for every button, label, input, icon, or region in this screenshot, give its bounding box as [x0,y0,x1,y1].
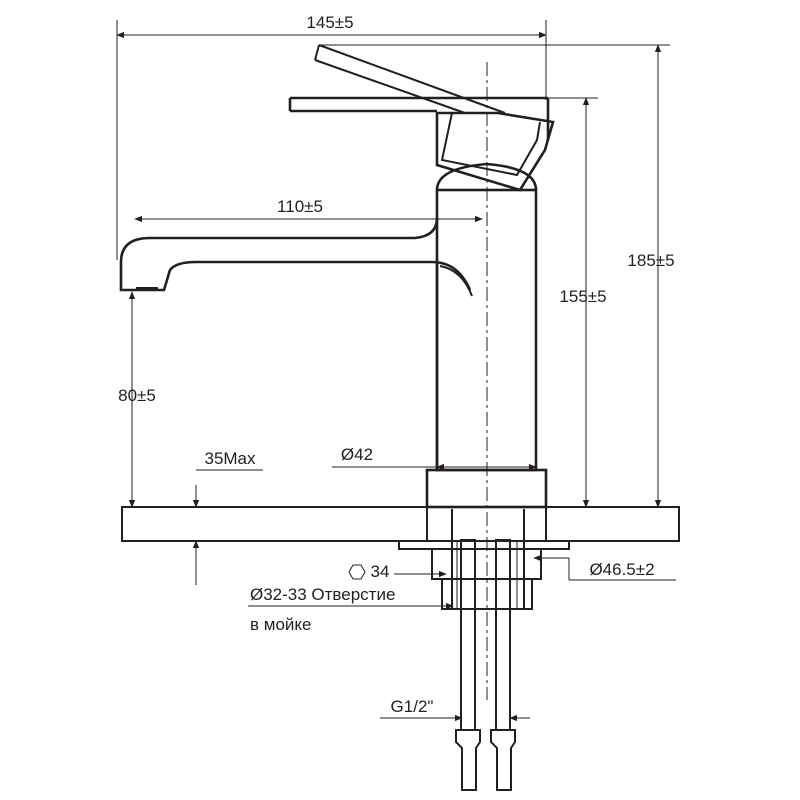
label-spout-height: 80±5 [118,386,156,405]
countertop [121,506,680,542]
dimension-lines [116,20,676,722]
hex-nut-icon [348,564,366,580]
label-hole-line1: Ø32-33 Отверстие [250,585,395,604]
spout [119,217,473,470]
label-total-height: 185±5 [627,251,674,270]
label-spout-reach: 110±5 [277,197,323,216]
label-thread: G1/2" [391,697,434,716]
dimension-labels: 145±5 110±5 185±5 155±5 80±5 35Max Ø42 Ø… [118,13,674,716]
lever-handle [288,44,555,192]
label-body-diameter: Ø42 [341,445,373,464]
under-counter-assembly [398,509,570,610]
label-base-diameter: Ø46.5±2 [589,560,654,579]
label-hole-line2: в мойке [250,615,311,634]
flexible-hoses [455,539,516,791]
label-total-width: 145±5 [306,13,353,32]
label-hex-nut: 34 [371,562,390,581]
label-body-height: 155±5 [559,287,606,306]
label-max-countertop: 35Max [204,449,256,468]
